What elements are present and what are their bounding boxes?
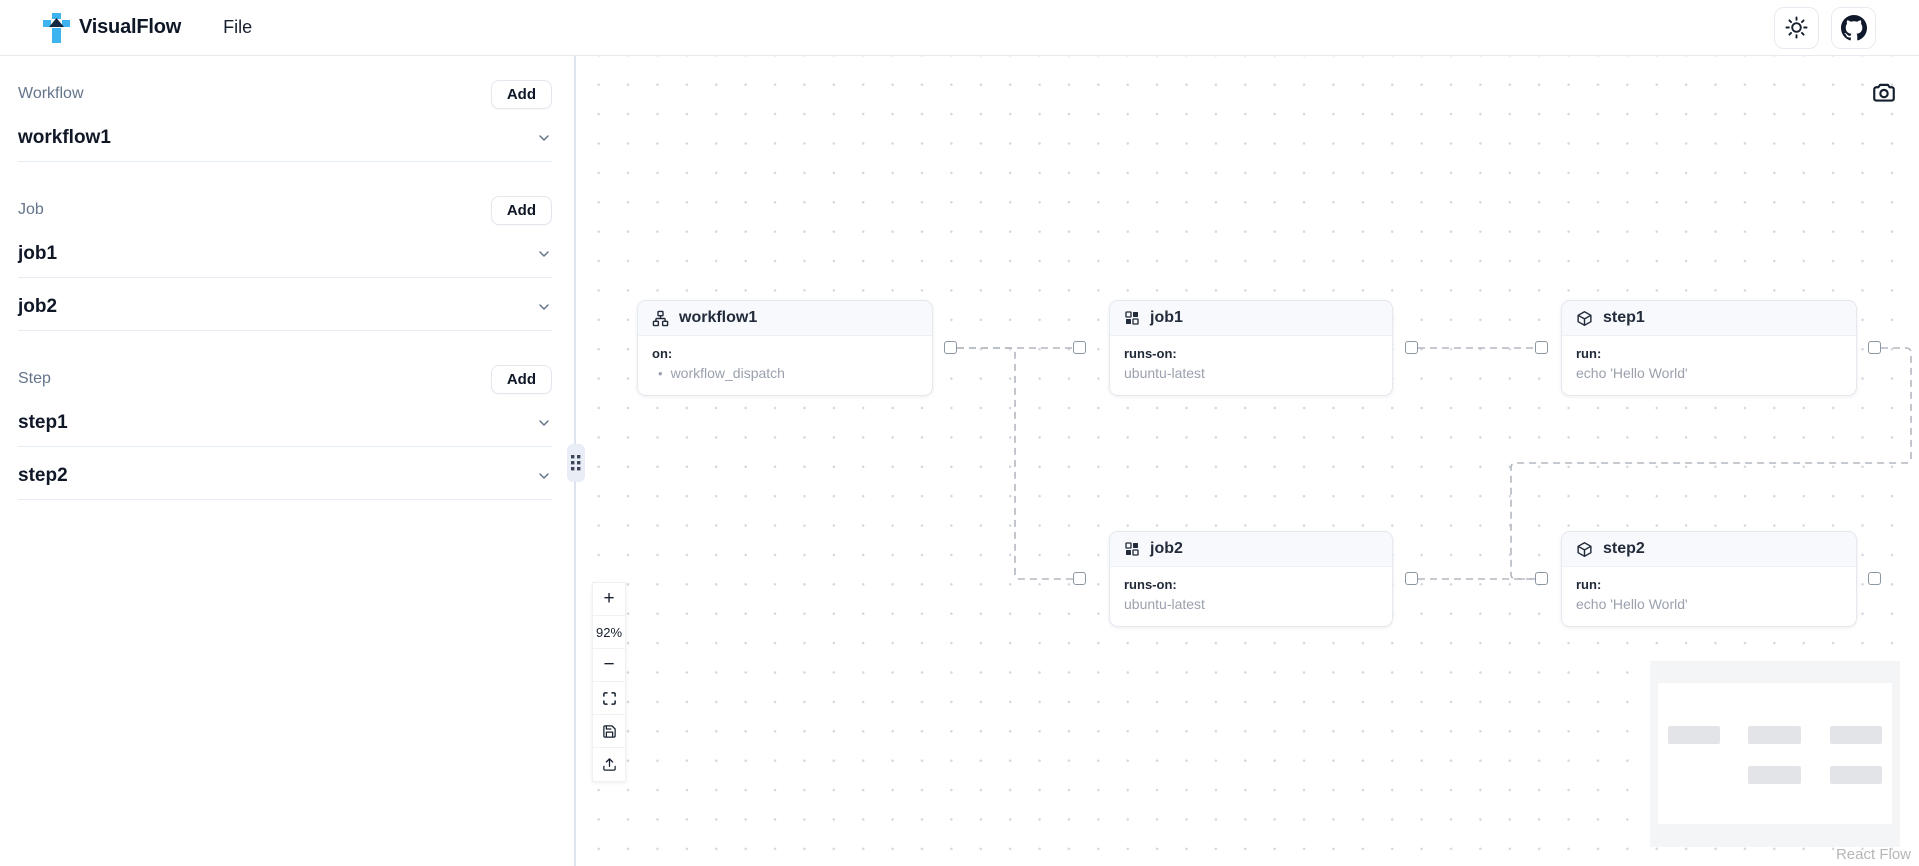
node-job1[interactable]: job1 runs-on: ubuntu-latest: [1109, 300, 1393, 396]
visualflow-logo-icon: [43, 12, 70, 43]
minimap-node-workflow1: [1668, 726, 1720, 744]
sidebar: Workflow Add workflow1 Job Add job1: [0, 56, 576, 866]
minimap-node-step1: [1830, 726, 1882, 744]
workflow1-label: workflow1: [18, 127, 111, 148]
node-title: step2: [1603, 540, 1645, 557]
theme-toggle-button[interactable]: [1774, 6, 1819, 49]
handle-step1-target[interactable]: [1535, 341, 1548, 354]
sidebar-section-workflow: Workflow Add workflow1: [18, 79, 552, 162]
step1-label: step1: [18, 412, 68, 433]
minimap[interactable]: [1650, 661, 1900, 847]
sidebar-item-workflow1[interactable]: workflow1: [18, 115, 552, 162]
node-title: job1: [1150, 309, 1183, 326]
zoom-in-button[interactable]: +: [593, 583, 625, 616]
workflow-icon: [652, 310, 669, 327]
screenshot-button[interactable]: [1869, 78, 1899, 108]
node-field-label: runs-on:: [1124, 346, 1177, 361]
grip-dots-icon: [571, 455, 581, 471]
chevron-down-icon[interactable]: [536, 468, 552, 484]
node-field-label: on:: [652, 346, 673, 361]
node-title: step1: [1603, 309, 1645, 326]
chevron-down-icon[interactable]: [536, 246, 552, 262]
github-icon: [1840, 14, 1867, 41]
edge-workflow1-job2: [957, 347, 1073, 580]
step2-label: step2: [18, 465, 68, 486]
workflow-section-label: Workflow: [18, 85, 84, 102]
node-field-label: run:: [1576, 577, 1602, 592]
app-title: VisualFlow: [79, 16, 182, 38]
node-field-value: workflow_dispatch: [670, 365, 785, 381]
navbar: VisualFlow File: [0, 0, 1919, 56]
sidebar-section-step: Step Add step1 step2: [18, 364, 552, 500]
node-workflow1[interactable]: workflow1 on: • workflow_dispatch: [637, 300, 933, 396]
step-icon: [1576, 310, 1593, 327]
fit-view-button[interactable]: [593, 682, 625, 715]
camera-icon: [1871, 80, 1897, 106]
node-step1[interactable]: step1 run: echo 'Hello World': [1561, 300, 1857, 396]
github-button[interactable]: [1831, 6, 1876, 49]
job2-label: job2: [18, 296, 58, 317]
sidebar-item-step1[interactable]: step1: [18, 400, 552, 447]
bullet-dot: •: [658, 366, 663, 381]
minimap-viewport: [1658, 683, 1892, 824]
file-menu[interactable]: File: [223, 17, 253, 37]
job-icon: [1124, 310, 1140, 326]
handle-job1-source[interactable]: [1405, 341, 1418, 354]
node-title: job2: [1150, 540, 1183, 557]
job-icon: [1124, 541, 1140, 557]
minimap-node-job1: [1748, 726, 1801, 744]
node-field-label: runs-on:: [1124, 577, 1177, 592]
zoom-level: 92%: [593, 616, 625, 649]
node-field-value: echo 'Hello World': [1576, 596, 1688, 612]
sun-icon: [1785, 16, 1808, 39]
step-section-label: Step: [18, 370, 51, 387]
chevron-down-icon[interactable]: [536, 299, 552, 315]
sidebar-item-job2[interactable]: job2: [18, 284, 552, 331]
zoom-out-button[interactable]: −: [593, 649, 625, 682]
fit-view-icon: [602, 691, 617, 706]
node-title: workflow1: [679, 309, 758, 326]
chevron-down-icon[interactable]: [536, 130, 552, 146]
job1-label: job1: [18, 243, 58, 264]
brand: VisualFlow: [43, 12, 182, 43]
node-field-label: run:: [1576, 346, 1602, 361]
add-workflow-button[interactable]: Add: [490, 79, 552, 109]
step-icon: [1576, 541, 1593, 558]
save-icon: [602, 724, 617, 739]
handle-step2-target[interactable]: [1535, 572, 1548, 585]
node-field-value: ubuntu-latest: [1124, 365, 1205, 381]
sidebar-resize-handle[interactable]: [567, 444, 585, 482]
job-section-label: Job: [18, 201, 44, 218]
react-flow-attribution: React Flow: [1835, 846, 1911, 863]
handle-job2-target[interactable]: [1073, 572, 1086, 585]
node-field-value: echo 'Hello World': [1576, 365, 1688, 381]
flow-canvas[interactable]: workflow1 on: • workflow_dispatch: [576, 56, 1919, 866]
sidebar-item-step2[interactable]: step2: [18, 453, 552, 500]
upload-button[interactable]: [593, 748, 625, 781]
canvas-controls: + 92% −: [592, 582, 626, 782]
upload-icon: [602, 757, 617, 772]
add-step-button[interactable]: Add: [490, 364, 552, 394]
node-job2[interactable]: job2 runs-on: ubuntu-latest: [1109, 531, 1393, 627]
add-job-button[interactable]: Add: [490, 195, 552, 225]
node-step2[interactable]: step2 run: echo 'Hello World': [1561, 531, 1857, 627]
save-button[interactable]: [593, 715, 625, 748]
handle-job2-source[interactable]: [1405, 572, 1418, 585]
chevron-down-icon[interactable]: [536, 415, 552, 431]
node-field-value: ubuntu-latest: [1124, 596, 1205, 612]
minimap-node-job2: [1748, 766, 1801, 784]
handle-job1-target[interactable]: [1073, 341, 1086, 354]
sidebar-section-job: Job Add job1 job2: [18, 195, 552, 331]
sidebar-item-job1[interactable]: job1: [18, 231, 552, 278]
minimap-node-step2: [1830, 766, 1882, 784]
handle-workflow1-source[interactable]: [944, 341, 957, 354]
handle-step1-source[interactable]: [1868, 341, 1881, 354]
handle-step2-source[interactable]: [1868, 572, 1881, 585]
